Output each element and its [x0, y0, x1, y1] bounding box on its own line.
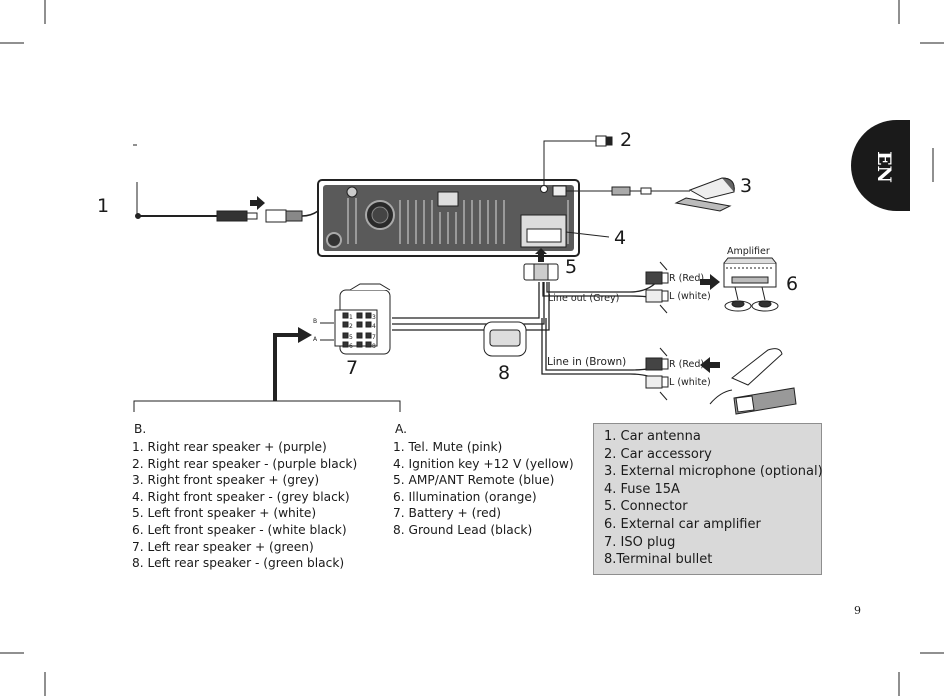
line-out-r-label: R (Red)	[669, 273, 705, 284]
list-item: 4. Ignition key +12 V (yellow)	[393, 456, 574, 471]
list-a-heading: A.	[395, 422, 407, 436]
fuse-leader	[565, 231, 610, 238]
legend-item: 2. Car accessory	[604, 446, 712, 462]
antenna-cable	[135, 182, 331, 223]
list-item: 7. Battery + (red)	[393, 506, 502, 521]
iso-pin-5: 5	[349, 334, 353, 341]
list-item: 3. Right front speaker + (grey)	[132, 473, 320, 488]
list-item: 2. Right rear speaker - (purple black)	[132, 456, 358, 471]
list-item: 5. Left front speaker + (white)	[132, 506, 317, 521]
legend-item: 7. ISO plug	[604, 534, 676, 550]
iso-b-label: B	[313, 318, 318, 325]
head-unit-rear-panel	[317, 179, 580, 257]
callout-1: 1	[97, 195, 110, 217]
microphone-icon	[674, 177, 735, 212]
callout-5: 5	[565, 256, 578, 278]
list-item: 1. Right rear speaker + (purple)	[132, 440, 327, 454]
list-item: 8. Left rear speaker - (green black)	[132, 556, 345, 571]
iso-pin-8: 8	[372, 343, 376, 350]
list-item: 4. Right front speaker - (grey black)	[132, 489, 350, 504]
legend-item: 8.Terminal bullet	[604, 552, 713, 568]
iso-pin-7: 7	[372, 334, 376, 341]
iso-a-label: A	[313, 336, 318, 343]
callout-3: 3	[740, 175, 753, 197]
left-arrow-icon	[700, 357, 720, 373]
rca-plugs-line-in	[645, 347, 669, 401]
list-item: 6. Left front speaker - (white black)	[132, 522, 347, 537]
list-item: 5. AMP/ANT Remote (blue)	[393, 473, 555, 488]
legend-box: 1. Car antenna 2. Car accessory 3. Exter…	[593, 423, 823, 575]
list-item: 8. Ground Lead (black)	[393, 522, 533, 537]
line-out-label: Line out (Grey)	[548, 293, 620, 304]
harness-connector	[523, 248, 559, 281]
callout-7: 7	[346, 357, 359, 379]
line-out-l-label: L (white)	[669, 291, 711, 302]
line-in-l-label: L (white)	[669, 377, 711, 388]
list-a: 1. Tel. Mute (pink) 4. Ignition key +12 …	[393, 439, 574, 539]
legend-item: 4. Fuse 15A	[604, 481, 680, 497]
iso-pin-1: 1	[349, 314, 353, 321]
iso-pin-4: 4	[372, 323, 376, 330]
callout-4: 4	[614, 227, 627, 249]
microphone-cable	[566, 186, 690, 196]
right-arrow-icon	[700, 274, 720, 290]
list-item: 1. Tel. Mute (pink)	[393, 440, 503, 454]
list-b-heading: B.	[134, 422, 147, 436]
callout-6: 6	[786, 273, 799, 295]
rca-plugs-line-out	[645, 261, 669, 314]
callout-8: 8	[498, 362, 511, 384]
page-number: 9	[854, 604, 861, 617]
iso-pin-3: 3	[372, 314, 376, 321]
mp3-player-icon	[709, 348, 797, 415]
amplifier-icon	[723, 257, 779, 312]
line-in-label: Line in (Brown)	[547, 356, 627, 368]
list-item: 6. Illumination (orange)	[393, 489, 537, 504]
right-arrow-icon	[250, 196, 265, 210]
wire-harness	[392, 277, 661, 383]
iso-pin-6: 6	[349, 343, 353, 350]
iso-pointer-arrow	[273, 327, 312, 401]
legend-list: 1. Car antenna 2. Car accessory 3. Exter…	[604, 428, 823, 569]
list-item: 7. Left rear speaker + (green)	[132, 539, 314, 554]
accessory-cable	[543, 135, 613, 186]
list-b: 1. Right rear speaker + (purple) 2. Righ…	[132, 439, 357, 572]
language-tab-label: EN	[872, 151, 895, 183]
terminal-bullet	[483, 321, 527, 357]
line-in-r-label: R (Red)	[669, 359, 705, 370]
legend-item: 6. External car amplifier	[604, 516, 761, 532]
iso-plug	[320, 283, 391, 355]
legend-item: 5. Connector	[604, 499, 688, 515]
legend-item: 3. External microphone (optional)	[604, 464, 823, 480]
iso-pin-2: 2	[349, 323, 353, 330]
callout-2: 2	[620, 129, 633, 151]
list-bracket	[133, 400, 401, 412]
legend-item: 1. Car antenna	[604, 429, 701, 444]
amplifier-label: Amplifier	[727, 246, 770, 257]
